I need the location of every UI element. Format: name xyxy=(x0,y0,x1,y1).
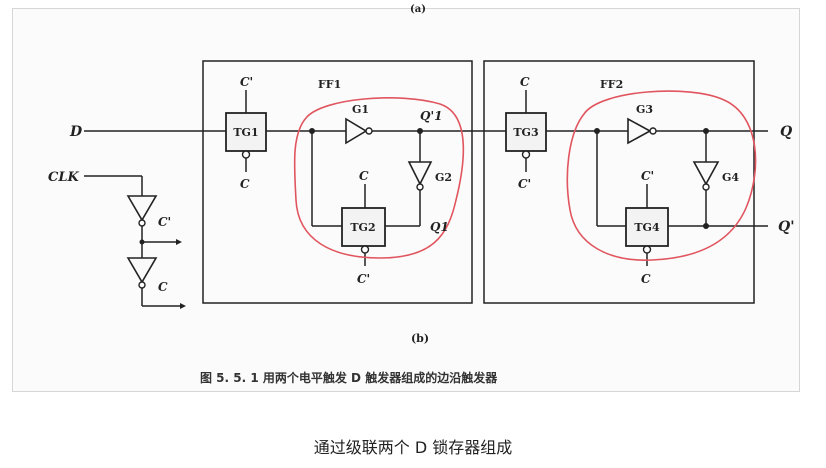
tg2-bottom-c-prime: C' xyxy=(357,272,370,286)
g4-label: G4 xyxy=(722,171,739,184)
clk-inverter-1 xyxy=(126,195,158,222)
input-clk-label: CLK xyxy=(48,170,79,185)
tg3-top-c: C xyxy=(520,75,530,89)
circuit-diagram: (a) D CLK Q Q' C' C C' C C C' C C' C' C … xyxy=(48,4,794,385)
tg3-label: TG3 xyxy=(513,126,538,139)
subfigure-label: (b) xyxy=(411,332,429,345)
tg2-label: TG2 xyxy=(350,221,375,234)
clk-c-prime-label: C' xyxy=(158,215,171,229)
ff1-box xyxy=(202,60,473,304)
g1-label: G1 xyxy=(352,103,369,116)
page-caption: 通过级联两个 D 锁存器组成 xyxy=(313,438,513,457)
tg1-top-c-prime: C' xyxy=(240,75,253,89)
clk-inverter-2 xyxy=(126,257,158,284)
tg3-box xyxy=(505,112,547,152)
inverter-g1 xyxy=(345,117,368,145)
ff1-label: FF1 xyxy=(318,78,341,91)
inverter-g3 xyxy=(627,117,652,145)
annotation-circle-ff1 xyxy=(293,97,465,259)
tg1-box xyxy=(225,112,267,152)
partial-top-label: (a) xyxy=(410,4,426,15)
g3-label: G3 xyxy=(636,103,653,116)
tg4-label: TG4 xyxy=(634,221,660,234)
tg4-bottom-c: C xyxy=(641,272,651,286)
g2-label: G2 xyxy=(435,171,452,184)
clk-c-label: C xyxy=(158,280,168,294)
tg4-box xyxy=(625,207,669,247)
figure-caption: 图 5. 5. 1 用两个电平触发 D 触发器组成的边沿触发器 xyxy=(200,370,498,385)
tg1-label: TG1 xyxy=(233,126,258,139)
inverter-g4 xyxy=(692,161,720,186)
tg1-bottom-c: C xyxy=(240,177,250,191)
inverter-g2 xyxy=(407,161,433,186)
tg4-top-c-prime: C' xyxy=(641,169,654,183)
input-d-label: D xyxy=(69,124,83,140)
annotation-circle-ff2 xyxy=(566,90,757,261)
output-q-label: Q xyxy=(780,124,792,140)
tg2-top-c: C xyxy=(359,169,369,183)
ff2-label: FF2 xyxy=(600,78,623,91)
output-q-prime-label: Q' xyxy=(778,219,794,235)
q1-label: Q1 xyxy=(430,220,449,234)
tg3-bottom-c-prime: C' xyxy=(518,177,531,191)
q1-prime-label: Q'1 xyxy=(420,109,442,123)
